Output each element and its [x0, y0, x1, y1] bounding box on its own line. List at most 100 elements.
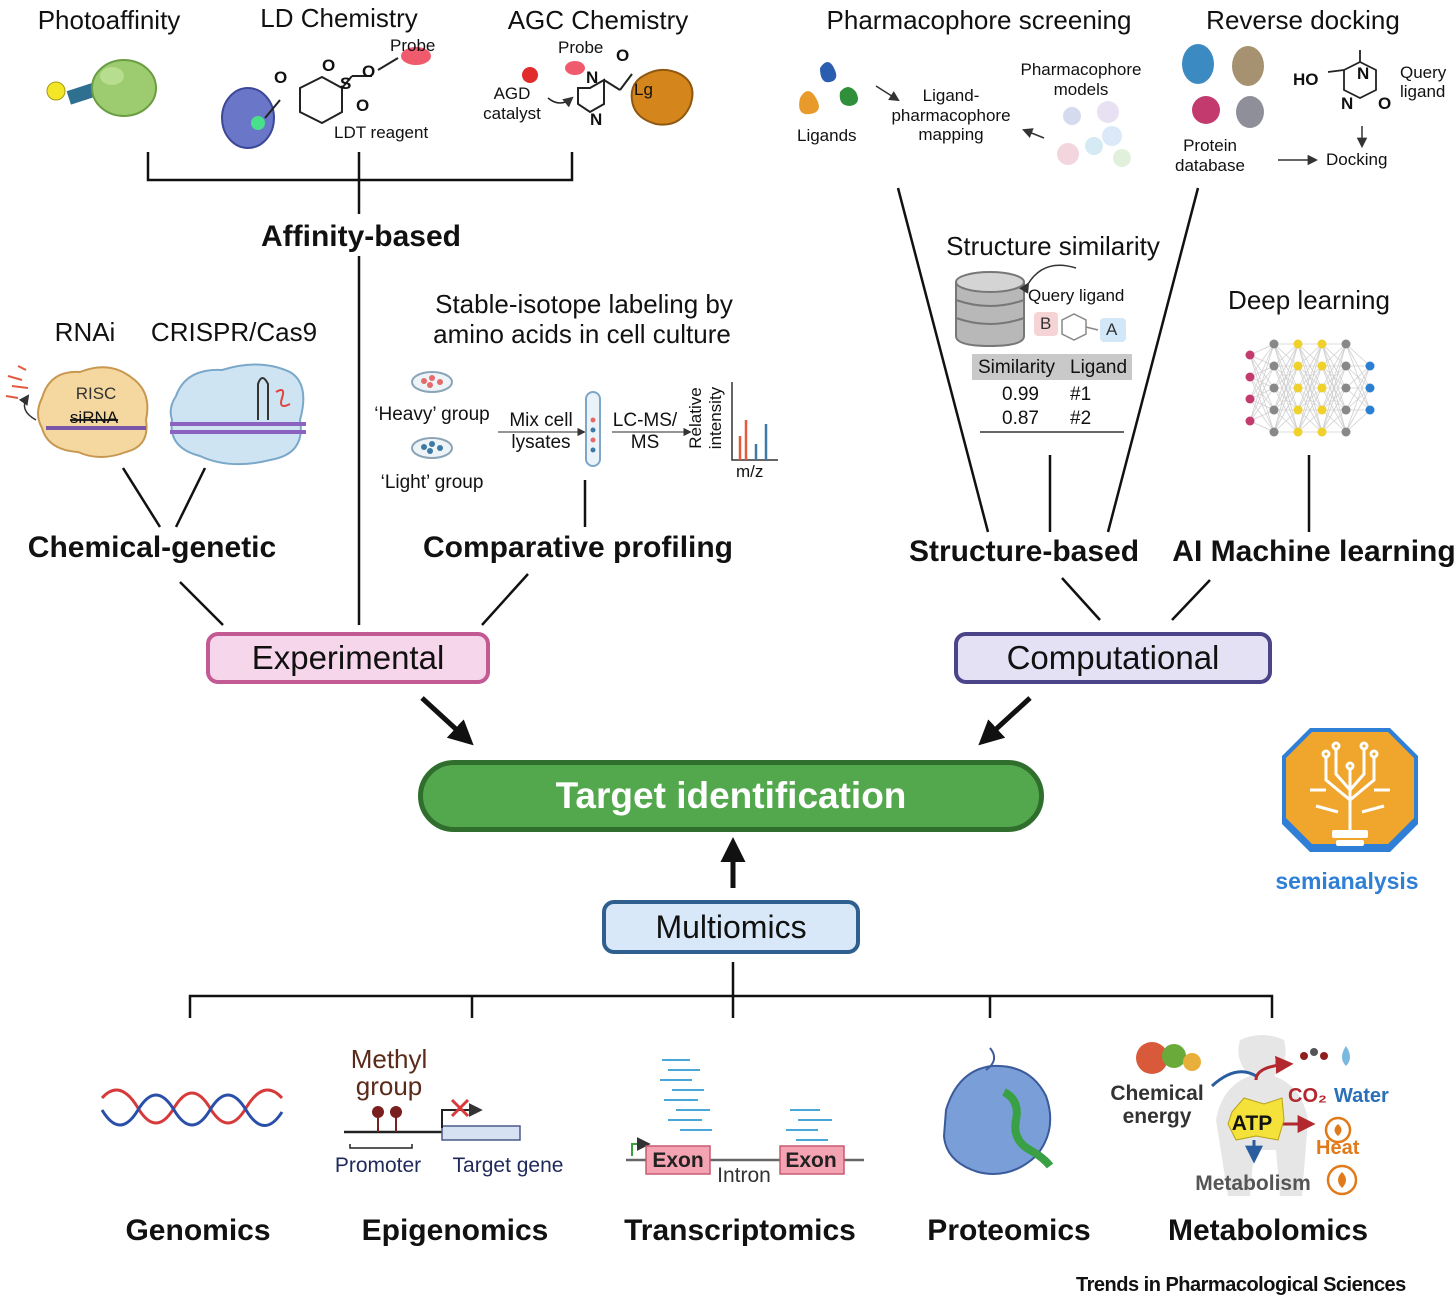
ai-machine-learning-label: AI Machine learning	[1172, 535, 1456, 568]
silac-title-2: amino acids in cell culture	[433, 319, 731, 349]
water-label: Water	[1334, 1085, 1389, 1107]
ld-chemistry-icon	[221, 47, 431, 149]
nn-edge	[1273, 343, 1299, 389]
silac-title-1: Stable-isotope labeling by	[435, 289, 733, 319]
sirna-label: siRNA	[69, 408, 119, 427]
main-arrows	[420, 696, 1032, 888]
nn-edge	[1273, 343, 1299, 367]
table-cell-sim-1: 0.99	[1002, 384, 1039, 405]
nn-node	[1317, 339, 1327, 349]
crispr-icon	[169, 363, 306, 466]
nn-edge	[1345, 343, 1371, 367]
comparative-profiling-label: Comparative profiling	[422, 531, 734, 564]
semianalysis-logo-icon	[1282, 728, 1418, 852]
similarity-query-ligand-label: Query ligand	[1028, 286, 1125, 305]
nn-node	[1269, 427, 1279, 437]
metabolism-label: Metabolism	[1195, 1172, 1311, 1195]
nn-edge	[1321, 343, 1347, 389]
nn-node	[1341, 383, 1351, 393]
mol-atom-ho: HO	[1293, 70, 1319, 89]
nn-edge	[1321, 343, 1347, 411]
nn-node	[1269, 339, 1279, 349]
nn-edge	[1321, 409, 1347, 433]
nn-edge	[1345, 365, 1371, 411]
nn-edge	[1297, 343, 1323, 433]
nn-edge	[1297, 343, 1323, 389]
heavy-group-label: ‘Heavy’ group	[374, 404, 490, 425]
chemical-energy-label: Chemical energy	[1110, 1082, 1204, 1129]
nn-edge	[1249, 343, 1275, 378]
nn-node	[1341, 339, 1351, 349]
nn-edge	[1345, 387, 1371, 433]
metabolomics-label: Metabolomics	[1167, 1214, 1369, 1247]
experimental-box: Experimental	[206, 632, 490, 684]
table-header-similarity: Similarity	[978, 357, 1056, 378]
ld-atom-o1: O	[274, 68, 288, 87]
intron-label: Intron	[717, 1164, 771, 1187]
structure-based-label: Structure-based	[908, 535, 1140, 568]
nn-edge	[1345, 365, 1371, 389]
nn-node	[1317, 361, 1327, 371]
structure-similarity-label: Structure similarity	[946, 231, 1160, 261]
transcriptomics-icon	[626, 1059, 864, 1175]
mz-label: m/z	[736, 462, 764, 481]
nn-edge	[1273, 343, 1299, 411]
reverse-docking-label: Reverse docking	[1206, 5, 1400, 35]
nn-edge	[1249, 387, 1275, 422]
light-group-label: ‘Light’ group	[380, 472, 484, 493]
nn-node	[1245, 350, 1255, 360]
neural-network-icon	[1245, 339, 1375, 437]
nn-node	[1293, 361, 1303, 371]
dna-icon	[100, 1088, 284, 1127]
silac-icons	[411, 371, 778, 467]
deep-learning-label: Deep learning	[1228, 285, 1390, 315]
pharmacophore-screening-label: Pharmacophore screening	[826, 5, 1132, 35]
photoaffinity-label: Photoaffinity	[37, 5, 181, 35]
nn-edge	[1249, 365, 1275, 422]
agc-chemistry-label: AGC Chemistry	[507, 5, 689, 35]
similarity-a-label: A	[1106, 320, 1118, 339]
protein-database-label: Protein database	[1175, 136, 1245, 175]
exon-label-1: Exon	[652, 1149, 704, 1172]
agc-atom-o: O	[616, 46, 630, 65]
mol-atom-n2: N	[1341, 94, 1354, 113]
table-cell-lig-2: #2	[1070, 408, 1092, 429]
ligands-label: Ligands	[797, 126, 857, 145]
journal-footer: Trends in Pharmacological Sciences	[1076, 1274, 1406, 1296]
ld-probe-label: Probe	[390, 36, 436, 55]
epigenomics-icon	[344, 1098, 521, 1149]
protein-structure-icon	[942, 1047, 1054, 1175]
nn-edge	[1321, 365, 1347, 433]
genomics-label: Genomics	[125, 1214, 271, 1247]
nn-edge	[1297, 365, 1323, 433]
nn-node	[1341, 361, 1351, 371]
similarity-b-label: B	[1040, 314, 1052, 333]
agc-probe-label: Probe	[558, 38, 604, 57]
pharmacophore-icons	[799, 62, 1131, 167]
nn-edge	[1321, 387, 1347, 433]
table-cell-lig-1: #1	[1070, 384, 1092, 405]
metabolomics-icon	[1136, 1035, 1358, 1196]
nn-edge	[1273, 343, 1299, 433]
ld-chemistry-label: LD Chemistry	[260, 3, 418, 33]
table-cell-sim-2: 0.87	[1002, 408, 1039, 429]
nn-edge	[1273, 387, 1299, 433]
mix-lysates-label: Mix cell lysates	[509, 410, 573, 453]
heat-label: Heat	[1316, 1137, 1360, 1159]
nn-edge	[1321, 343, 1347, 367]
chemical-genetic-label: Chemical-genetic	[27, 531, 277, 564]
nn-node	[1269, 405, 1279, 415]
nn-node	[1245, 394, 1255, 404]
ld-atom-s: S	[340, 74, 352, 93]
epigenomics-label: Epigenomics	[361, 1214, 549, 1247]
nn-node	[1245, 416, 1255, 426]
photoaffinity-icon	[46, 59, 157, 117]
nn-node	[1245, 372, 1255, 382]
nn-node	[1293, 405, 1303, 415]
reverse-docking-icons	[1182, 44, 1377, 166]
semianalysis-logo-text: semianalysis	[1275, 868, 1419, 894]
docking-label: Docking	[1326, 150, 1388, 169]
risc-label: RISC	[75, 384, 117, 403]
mol-atom-n1: N	[1357, 64, 1370, 83]
